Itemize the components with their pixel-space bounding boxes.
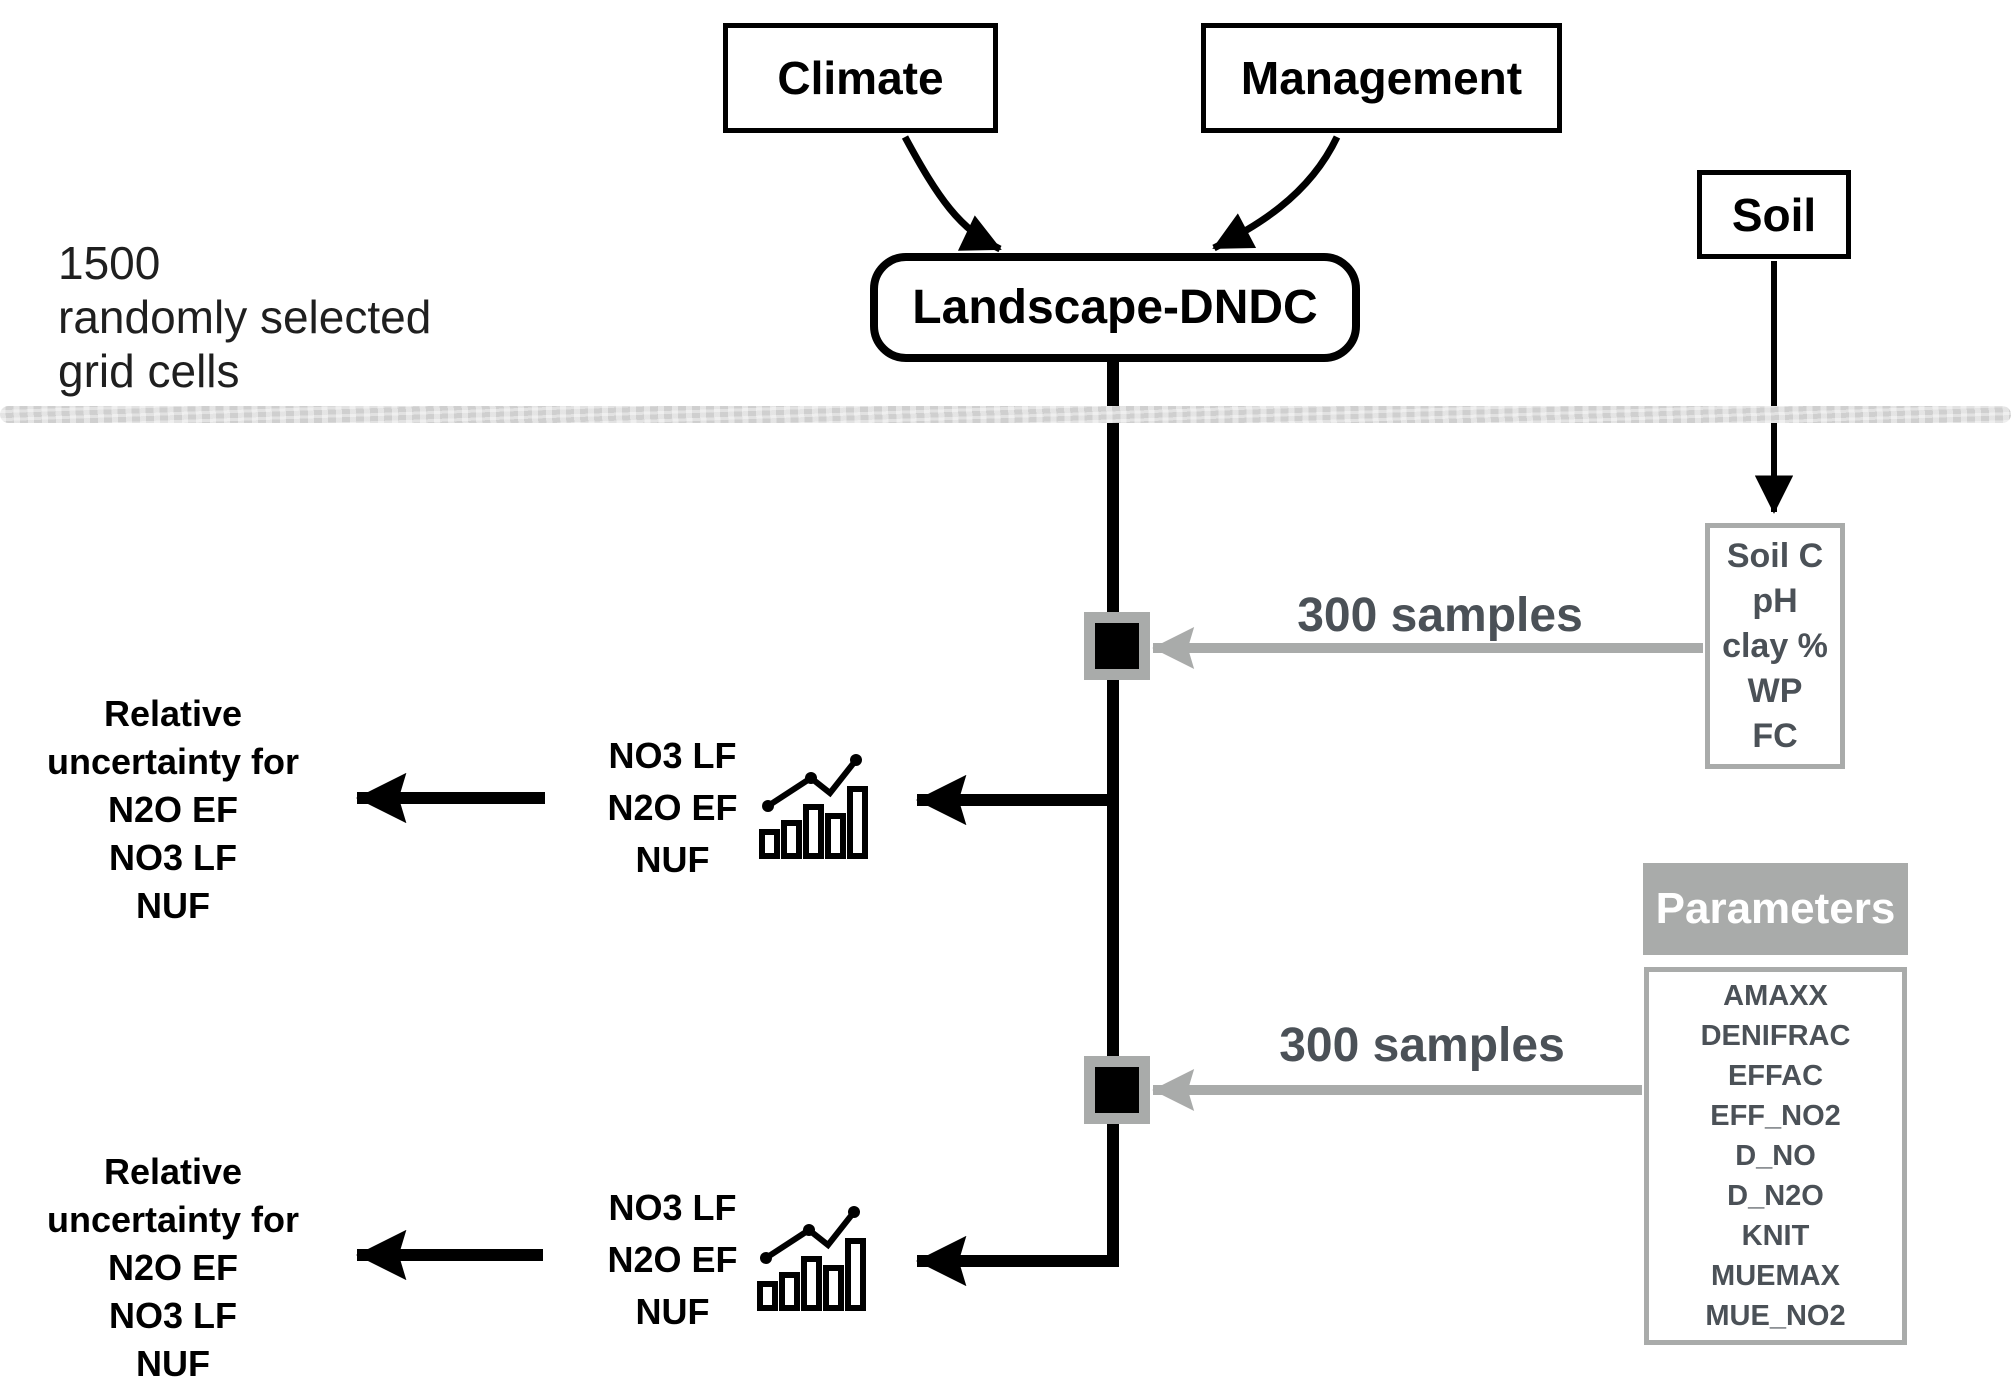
output-labels-bottom: NO3 LF N2O EF NUF — [570, 1182, 775, 1338]
soil-input-item: clay % — [1722, 626, 1828, 665]
model-trunk-line-and-bottom-arrow — [915, 360, 1119, 1287]
parameter-item: MUE_NO2 — [1705, 1300, 1846, 1332]
annotation-line: randomly selected — [58, 291, 432, 343]
annotation-line: grid cells — [58, 345, 240, 397]
output-label: NO3 LF — [608, 1187, 737, 1228]
parameter-item: D_N2O — [1727, 1180, 1824, 1212]
soil-inputs-panel: Soil C pH clay % WP FC — [1705, 523, 1845, 769]
climate-node: Climate — [723, 23, 998, 133]
output-label: N2O EF — [607, 787, 738, 828]
uncertainty-line: Relative — [103, 693, 243, 734]
output-labels-top: NO3 LF N2O EF NUF — [570, 730, 775, 886]
uncertainty-line: NUF — [136, 1343, 210, 1384]
management-node: Management — [1201, 23, 1562, 133]
trend-chart-icon — [759, 754, 868, 859]
trend-chart-icon — [757, 1206, 866, 1311]
output-label: NUF — [635, 1291, 710, 1332]
relative-uncertainty-bottom: Relative uncertainty for N2O EF NO3 LF N… — [38, 1148, 308, 1387]
uncertainty-line: uncertainty for — [46, 741, 300, 782]
parameter-item: D_NO — [1735, 1140, 1816, 1172]
grid-cells-annotation: 1500 randomly selected grid cells — [58, 236, 538, 398]
uncertainty-line: NUF — [136, 885, 210, 926]
uncertainty-line: N2O EF — [107, 789, 239, 830]
parameter-item: AMAXX — [1723, 980, 1828, 1012]
grid-cells-divider-band — [0, 406, 2011, 423]
output-label: NUF — [635, 839, 710, 880]
annotation-line: 1500 — [58, 237, 161, 289]
uncertainty-line: NO3 LF — [108, 1295, 237, 1336]
samples-label-top: 300 samples — [1297, 589, 1583, 642]
uncertainty-line: Relative — [103, 1151, 243, 1192]
parameter-item: DENIFRAC — [1700, 1020, 1851, 1052]
samples-label-bottom: 300 samples — [1279, 1019, 1565, 1072]
parameter-item: EFF_NO2 — [1710, 1100, 1841, 1132]
uncertainty-line: N2O EF — [107, 1247, 239, 1288]
parameter-item: KNIT — [1741, 1220, 1810, 1252]
output-label: N2O EF — [607, 1239, 738, 1280]
landscape-dndc-node: Landscape-DNDC — [870, 253, 1360, 362]
parameter-item: MUEMAX — [1711, 1260, 1840, 1292]
uncertainty-line: NO3 LF — [108, 837, 237, 878]
parameters-header: Parameters — [1643, 863, 1908, 955]
uncertainty-line: uncertainty for — [46, 1199, 300, 1240]
soil-node: Soil — [1697, 170, 1851, 259]
soil-input-item: FC — [1752, 716, 1798, 755]
output-label: NO3 LF — [608, 735, 737, 776]
soil-input-item: Soil C — [1726, 536, 1824, 575]
soil-input-item: pH — [1752, 581, 1798, 620]
parameter-item: EFFAC — [1727, 1060, 1824, 1092]
relative-uncertainty-top: Relative uncertainty for N2O EF NO3 LF N… — [38, 690, 308, 930]
parameters-panel: AMAXX DENIFRAC EFFAC EFF_NO2 D_NO D_N2O … — [1644, 967, 1907, 1345]
soil-input-item: WP — [1747, 671, 1803, 710]
arrow-climate-to-model — [901, 135, 1002, 253]
sampling-junction-top — [1084, 612, 1150, 680]
arrow-management-to-model — [1212, 135, 1341, 252]
sampling-junction-bottom — [1084, 1056, 1150, 1124]
